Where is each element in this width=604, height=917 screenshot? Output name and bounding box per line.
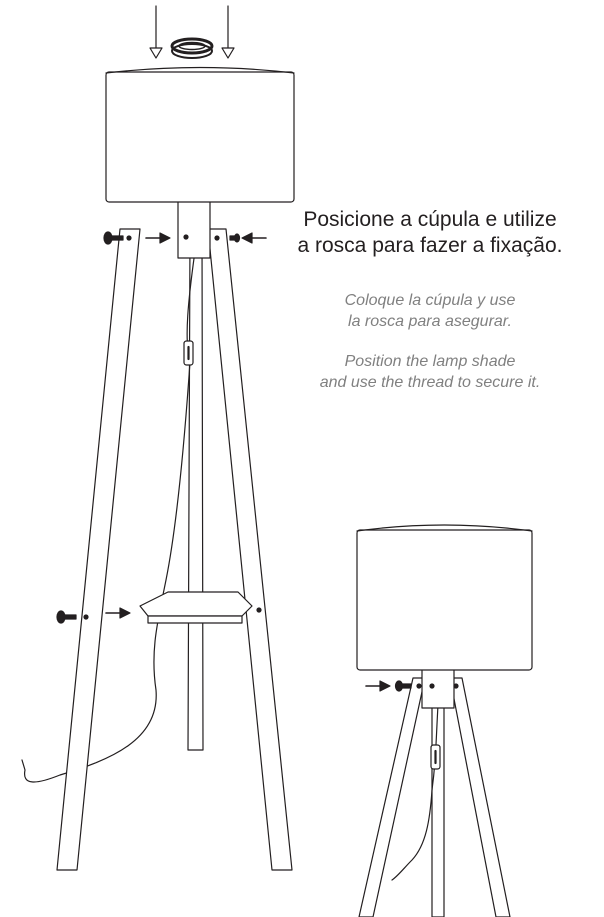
instruction-spanish: Coloque la cúpula y use la rosca para as…: [262, 290, 598, 332]
instruction-portuguese-line1: Posicione a cúpula e utilize: [303, 208, 557, 231]
floor-lamp: [21, 66, 295, 871]
back-leg: [187, 232, 204, 751]
shelf-top: [139, 591, 253, 617]
arrow-icon: [365, 680, 391, 692]
small-floor-lamp: [356, 524, 533, 917]
instruction-portuguese: Posicione a cúpula e utilize a rosca par…: [262, 207, 598, 259]
screw-icon: [394, 680, 412, 692]
instruction-spanish-line1: Coloque la cúpula y use: [344, 292, 516, 309]
arrow-icon: [241, 232, 267, 244]
down-arrow-left-icon: [149, 5, 163, 59]
shelf-front: [147, 615, 243, 624]
instruction-english-line1: Position the lamp shade: [344, 353, 516, 370]
center-hub: [177, 194, 211, 259]
lamp-shade: [105, 71, 295, 203]
thread-ring-icon: [170, 37, 214, 59]
instruction-portuguese-line2: a rosca para fazer a fixação.: [297, 234, 563, 257]
right-leg: [207, 228, 293, 871]
left-leg: [56, 228, 141, 871]
down-arrow-right-icon: [221, 5, 235, 59]
screw-icon: [56, 610, 77, 624]
arrow-icon: [105, 607, 131, 619]
instruction-english-line2: and use the thread to secure it.: [319, 374, 541, 391]
arrow-icon: [145, 232, 171, 244]
instruction-spanish-line2: la rosca para asegurar.: [348, 313, 512, 330]
screw-icon: [229, 233, 241, 243]
screw-icon: [103, 231, 124, 245]
instruction-english: Position the lamp shade and use the thre…: [262, 351, 598, 393]
